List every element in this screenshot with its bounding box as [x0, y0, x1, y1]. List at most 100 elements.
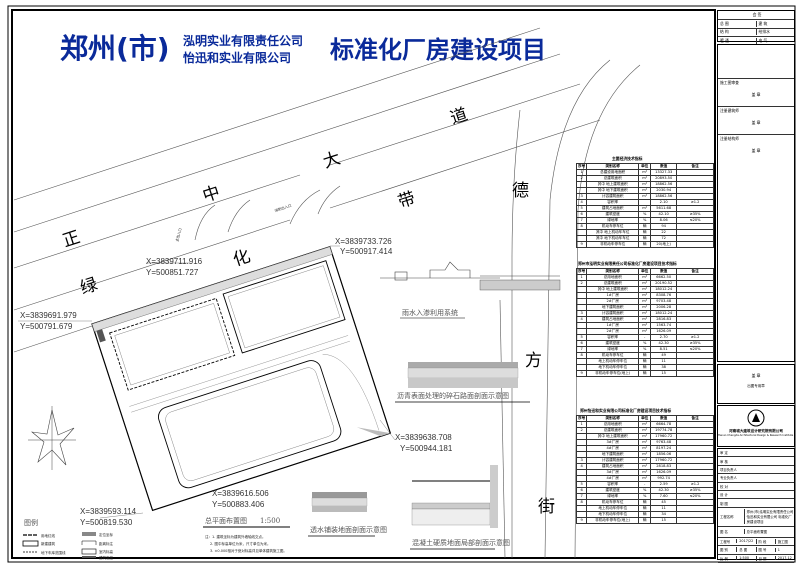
building-1 — [109, 297, 236, 391]
cs-hvac: 暖 通 — [720, 37, 729, 43]
title-block-row: 项目负责人 — [718, 466, 794, 475]
table-cell: 非机动车停车位(地上) — [586, 517, 640, 524]
svg-text:X=3839733.726: X=3839733.726 — [335, 237, 392, 246]
wind-rose-icon — [28, 406, 76, 470]
title-block-row: 制 图 — [718, 499, 794, 508]
table-cell: 20(地上) — [650, 241, 678, 248]
title-block-row: 工程名称郑州(市)泓明实业有限责任公司 怡迅和实业有限公司 标准化厂房建设项目 — [718, 508, 794, 527]
cs-plumbing: 给排水 — [755, 29, 775, 36]
asphalt-section: 沥青表面处理的碎石路面剖面示意图 — [395, 362, 530, 403]
building-3-inner — [165, 367, 335, 481]
entrance-road — [194, 185, 341, 241]
svg-text:Y=500819.530: Y=500819.530 — [80, 518, 133, 527]
table-cell: 9 — [575, 370, 588, 377]
road-char-4: 化 — [231, 246, 253, 270]
road-char-7: 道 — [448, 105, 470, 129]
table-2-title: 郑州市泓明实业有限责任公司标准化厂房建设项目技术指标 — [578, 261, 677, 266]
entrance-label-2: 消防出入口 — [274, 203, 293, 213]
table-cell: 9 — [575, 517, 588, 524]
legend: 图例 用地红线 新建建筑 地下车库范围线 定位坐标 距离标注 室内标高 建筑高度 — [22, 518, 113, 560]
countersign-title: 会 签 — [752, 12, 762, 17]
title-block-cell: 设 计 — [720, 493, 728, 498]
svg-text:X=3839691.979: X=3839691.979 — [20, 311, 77, 320]
issue-stamp: 盖 章 — [751, 373, 761, 378]
table-cell — [676, 370, 714, 377]
structural-label: 注册结构师 — [720, 136, 739, 141]
title-block-cell: 2017/22 — [736, 539, 755, 544]
outer-frame — [7, 5, 796, 563]
title-block-cell: 图 号 — [755, 547, 775, 553]
internal-road — [129, 335, 350, 413]
plan-note-3: 3. ±0.000相对于绝对标高详见单体建筑施工图。 — [210, 548, 287, 553]
legend-title: 图例 — [24, 518, 38, 527]
road-char-east-1: 德 — [512, 181, 529, 201]
plan-note-2: 2. 图中标高单位为米，尺寸单位为米。 — [210, 541, 270, 546]
firm-name-en: Henan Chengda Architectural Design & Res… — [718, 434, 794, 437]
firm-logo-icon — [747, 409, 765, 427]
title-block-cell: 总 图 — [736, 547, 755, 553]
svg-text:Y=500791.679: Y=500791.679 — [20, 322, 73, 331]
drawing-frame — [11, 9, 716, 559]
building-3 — [158, 360, 342, 489]
structural-box: 注册结构师 盖 章 — [718, 134, 794, 163]
title-block-cell: 阶 段 — [755, 538, 775, 544]
title-block-cell: 1:500 — [736, 556, 755, 561]
title-block-cell: 比 例 — [720, 556, 728, 561]
cs-electric: 电 气 — [755, 37, 775, 44]
road-char-1: 正 — [60, 227, 82, 251]
entrance-label-1: 主出入口 — [174, 227, 183, 242]
road-char-east-2: 方 — [525, 351, 542, 371]
table-cell: 辆 — [638, 241, 652, 248]
title-block-cell: 1 — [774, 547, 794, 552]
review-box: 施工图审查 盖 章 — [718, 78, 794, 107]
svg-text:X=3839711.916: X=3839711.916 — [146, 257, 203, 266]
svg-text:Y=500944.181: Y=500944.181 — [400, 444, 453, 453]
table-3-title: 郑州怡迅和实业有限公司标准化厂房建设项目技术指标 — [580, 408, 672, 413]
svg-text:沥青表面处理的碎石路面剖面示意图: 沥青表面处理的碎石路面剖面示意图 — [397, 391, 509, 400]
cs-arch: 建 筑 — [755, 20, 775, 27]
issue-stamp-box: 盖 章 出图专用章 — [717, 364, 795, 404]
legend-item-elevation: 室内标高 — [99, 549, 113, 554]
corner-hatch — [96, 329, 106, 343]
title-block-cell: 总平面布置图 — [743, 529, 794, 535]
svg-text:X=3839638.708: X=3839638.708 — [395, 433, 452, 442]
building-2 — [222, 260, 346, 354]
title-company-1: 泓明实业有限责任公司 — [183, 33, 303, 48]
table-header-cell: 序号 — [575, 268, 588, 275]
table-header-cell: 序号 — [575, 163, 588, 170]
svg-text:Y=500917.414: Y=500917.414 — [340, 247, 393, 256]
issue-stamp-label: 出图专用章 — [747, 384, 765, 388]
legend-item-coordinate: 定位坐标 — [99, 532, 113, 537]
review-stamp: 盖 章 — [751, 92, 761, 97]
table-cell: 9 — [575, 241, 588, 248]
plan-scale: 1:500 — [260, 517, 280, 525]
title-block-row: 图 名 总平面布置图 — [718, 527, 794, 538]
table-cell: 非机动车停车位 — [586, 241, 640, 248]
plan-title: 总平面布置图 — [205, 516, 247, 525]
title-block-row: 设 计 — [718, 491, 794, 500]
title-block-cell: 2017.12 — [774, 556, 794, 561]
road-char-3: 中 — [200, 182, 222, 206]
title-block-cell: 校 对 — [720, 484, 728, 489]
road-char-5: 大 — [321, 148, 343, 172]
table-header-cell: 序号 — [575, 415, 588, 422]
corner-fill — [356, 427, 391, 437]
legend-item-red-line: 用地红线 — [41, 533, 55, 538]
legend-item-distance: 距离标注 — [99, 541, 113, 546]
svg-text:透水铺装地面剖面示意图: 透水铺装地面剖面示意图 — [310, 525, 387, 534]
title-block-cell: 图 名 — [720, 530, 728, 535]
permeable-section: 透水铺装地面剖面示意图 — [308, 492, 387, 537]
cs-struct: 结 构 — [720, 29, 729, 35]
architect-box: 注册建筑师 盖 章 — [718, 106, 794, 135]
rainwater-section: 雨水入渗利用系统 — [380, 261, 561, 319]
